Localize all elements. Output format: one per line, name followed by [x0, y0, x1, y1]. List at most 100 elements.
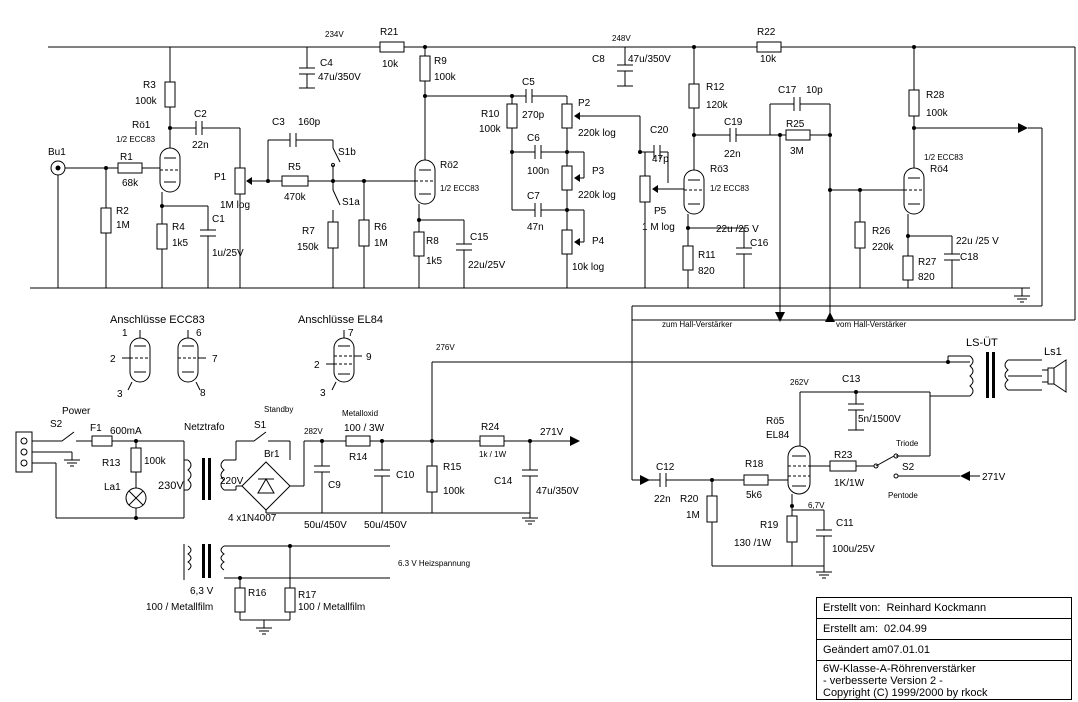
input-jack [50, 160, 118, 288]
ro2-ref: Rö2 [440, 160, 459, 171]
bu1-ref: Bu1 [48, 147, 66, 158]
c10-value: 50u/450V [364, 520, 407, 531]
r6-value: 1M [374, 238, 388, 249]
heater-supply-label: 6.3 V Heizspannung [398, 559, 470, 568]
r27-ref: R27 [918, 257, 937, 268]
r14-value: 100 / 3W [344, 423, 385, 434]
r12-resistor [688, 83, 700, 109]
r14-ref: R14 [349, 452, 368, 463]
created-on-row: Erstellt am:02.04.99 [817, 619, 1071, 640]
r25-value: 3M [790, 146, 804, 157]
p2-value: 220k log [578, 128, 616, 139]
r4-ref: R4 [172, 222, 185, 233]
r3-value: 100k [135, 96, 158, 107]
c4-capacitor [299, 47, 315, 89]
r4-resistor [156, 223, 168, 250]
r6-resistor [358, 219, 370, 247]
r15-resistor [426, 465, 438, 493]
r13-value: 100k [144, 456, 167, 467]
schematic-title: 6W-Klasse-A-Röhrenverstärker [823, 663, 976, 675]
r23-ref: R23 [834, 450, 853, 461]
changed-row: Geändert am07.01.01 [817, 640, 1071, 661]
r1-value: 68k [122, 178, 139, 189]
c13-ref: C13 [842, 374, 861, 385]
p5-ref: P5 [654, 206, 667, 217]
to-reverb-label: zum Hall-Verstärker [662, 320, 733, 329]
standby-switch-label: Standby [264, 405, 293, 414]
r9-resistor [419, 55, 431, 82]
r12-ref: R12 [706, 82, 725, 93]
title-block: Erstellt von:Reinhard Kockmann Erstellt … [816, 597, 1072, 700]
c11-capacitor [816, 529, 832, 537]
c3-capacitor [289, 133, 297, 147]
power-switch-label: Power [62, 406, 91, 417]
pinout-el84-label: Anschlüsse EL84 [298, 314, 383, 326]
p3-potentiometer [561, 165, 573, 191]
r21-ref: R21 [380, 27, 399, 38]
r19-ref: R19 [760, 520, 779, 531]
c14-capacitor [522, 469, 538, 477]
power-switch-ref: S2 [50, 419, 63, 430]
c13-capacitor [848, 403, 864, 411]
c2-capacitor [195, 121, 203, 135]
p2-ref: P2 [578, 98, 591, 109]
transformer-label: Netztrafo [184, 422, 225, 433]
pentode-label: Pentode [888, 491, 918, 500]
tube-ro1 [159, 147, 181, 193]
c2-value: 22n [192, 140, 209, 151]
el84-pinout-symbol [326, 330, 362, 391]
el84-pin-7-label: 7 [348, 328, 354, 339]
r3-resistor [164, 81, 176, 108]
r9-value: 100k [434, 72, 457, 83]
c4-value: 47u/350V [318, 72, 361, 83]
c12-capacitor [659, 473, 667, 487]
pin-3-label: 3 [117, 389, 123, 400]
triode-label: Triode [896, 439, 919, 448]
ecc83-pinout-symbol-b [177, 330, 206, 391]
r5-value: 470k [284, 192, 307, 203]
r16-resistor [234, 587, 246, 613]
r26-resistor [854, 221, 866, 249]
from-reverb-label: vom Hall-Verstärker [836, 320, 907, 329]
p2-potentiometer [561, 103, 573, 129]
r26-ref: R26 [872, 226, 891, 237]
created-by-row: Erstellt von:Reinhard Kockmann [817, 598, 1071, 619]
r20-value: 1M [686, 510, 700, 521]
s1a-switch [332, 189, 341, 206]
pin-2-label: 2 [110, 354, 116, 365]
copyright: Copyright (C) 1999/2000 by rkock [823, 687, 988, 699]
r10-ref: R10 [481, 109, 500, 120]
r12-value: 120k [706, 100, 729, 111]
r20-resistor [706, 495, 718, 523]
r15-value: 100k [443, 486, 466, 497]
el84-pin-3-label: 3 [320, 388, 326, 399]
p4-potentiometer [561, 229, 573, 255]
r11-value: 820 [698, 266, 715, 277]
c14-ref: C14 [494, 476, 513, 487]
voltage-271-screen: 271V [982, 472, 1006, 483]
pinout-ecc83-label: Anschlüsse ECC83 [110, 314, 205, 326]
r11-resistor [682, 245, 694, 271]
speaker-icon [1042, 359, 1067, 393]
ro4-type: 1/2 ECC83 [924, 153, 964, 162]
r20-ref: R20 [680, 494, 699, 505]
standby-switch-ref: S1 [254, 420, 267, 431]
c1-ref: C1 [212, 214, 225, 225]
r28-ref: R28 [926, 90, 945, 101]
br1-value: 4 x1N4007 [228, 513, 277, 524]
c3-ref: C3 [272, 117, 285, 128]
r10-value: 100k [479, 124, 502, 135]
heater-voltage-label: 6,3 V [190, 586, 214, 597]
r27-value: 820 [918, 272, 935, 283]
c18-value: 22u /25 V [956, 236, 999, 247]
created-on-value: 02.04.99 [884, 623, 927, 635]
r11-ref: R11 [698, 250, 716, 261]
output-transformer [930, 352, 1042, 398]
c18-capacitor [944, 253, 960, 261]
r5-ref: R5 [288, 162, 301, 173]
r8-resistor [413, 231, 425, 257]
mains-transformer [183, 441, 236, 518]
pin-8-label: 8 [200, 388, 206, 399]
power-switch-s2 [61, 431, 75, 442]
r16-value: 100 / Metallfilm [146, 602, 213, 613]
